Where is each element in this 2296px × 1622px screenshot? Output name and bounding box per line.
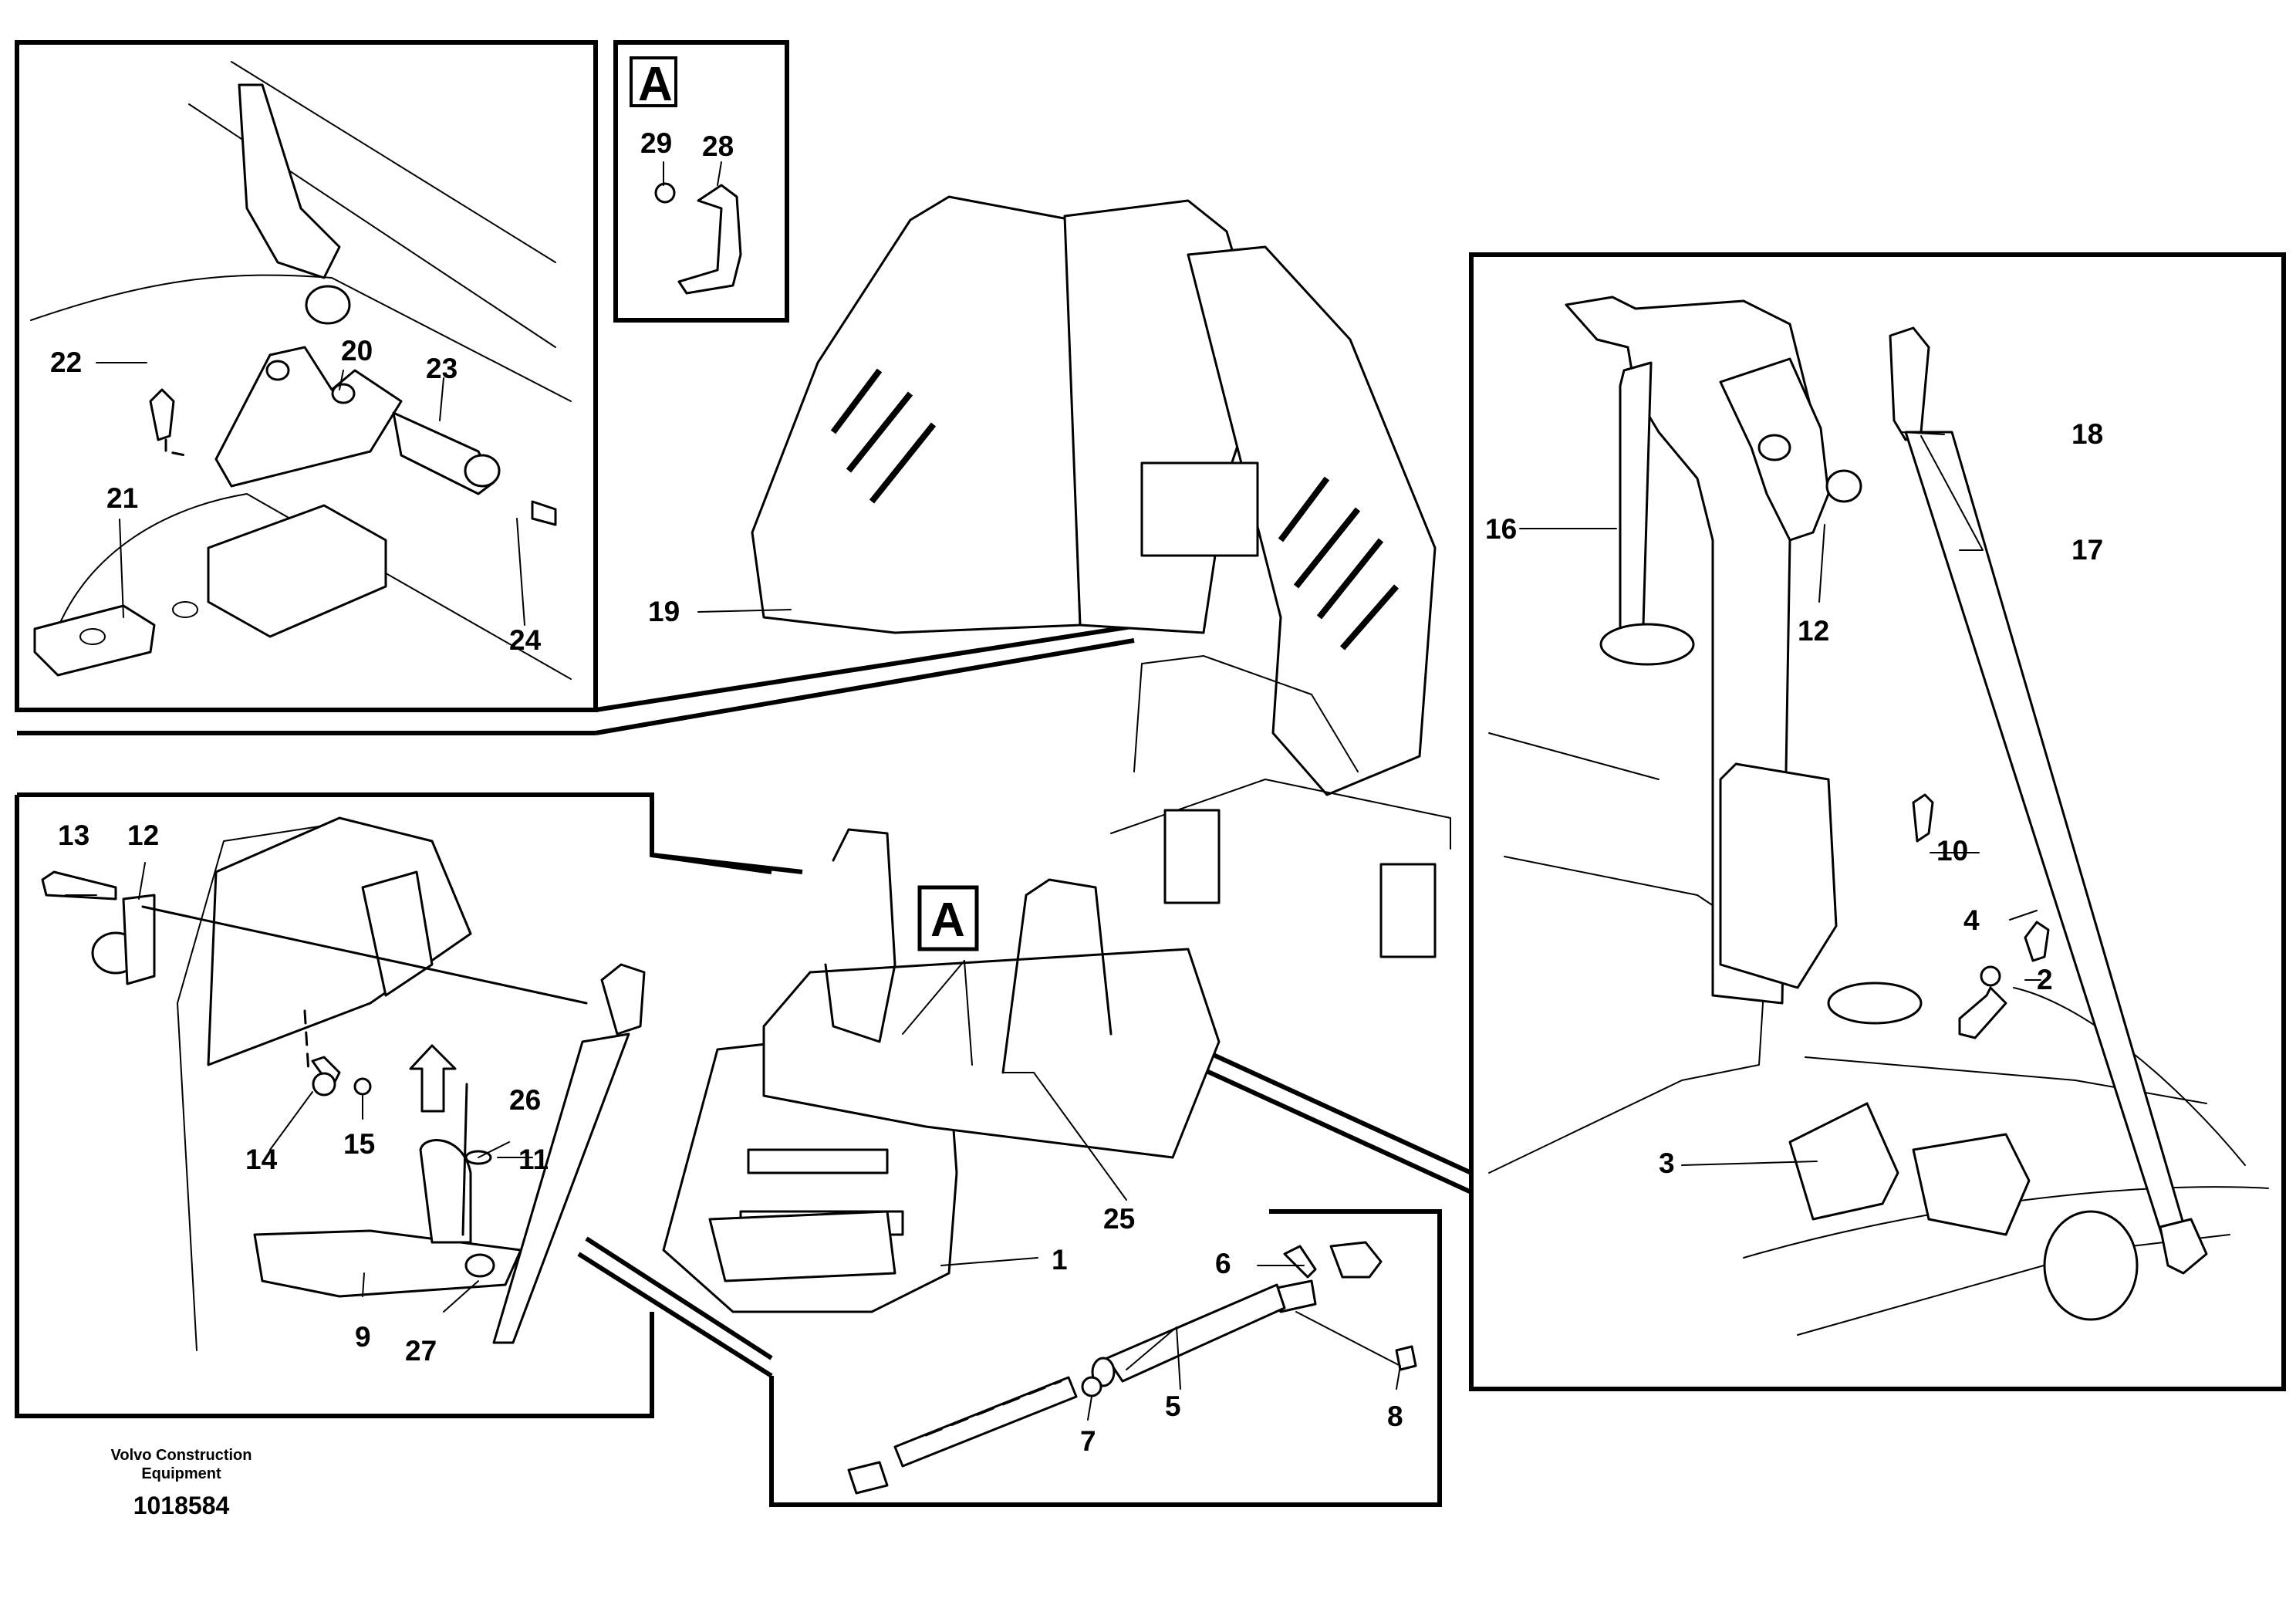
callout-labels: 1 2 3 4 5 6 7 8 9 10 11 12 12 13 14 15 1… <box>50 127 2103 1457</box>
access-ladder <box>662 828 1221 1313</box>
mount-bracket-detail <box>30 61 572 680</box>
handrail-post-detail <box>1488 296 2269 1336</box>
callout-2: 2 <box>2037 964 2053 995</box>
callout-leaders <box>65 161 2041 1421</box>
callout-17: 17 <box>2071 534 2103 566</box>
callout-19: 19 <box>648 596 680 627</box>
callout-21: 21 <box>106 482 138 514</box>
callout-3: 3 <box>1659 1147 1675 1179</box>
callout-6: 6 <box>1215 1248 1231 1279</box>
company-name-line2: Equipment <box>141 1465 221 1482</box>
callout-13: 13 <box>58 819 89 851</box>
callout-15: 15 <box>343 1128 375 1160</box>
detail-marker-a-main: A <box>930 894 965 947</box>
cab-window-hatching <box>830 368 1400 650</box>
detail-marker-a-main-box <box>917 885 979 951</box>
callout-25: 25 <box>1103 1203 1135 1235</box>
callout-10: 10 <box>1936 835 1968 867</box>
callout-5: 5 <box>1165 1391 1181 1422</box>
callout-26: 26 <box>509 1084 541 1116</box>
callout-20: 20 <box>341 335 373 367</box>
callout-4: 4 <box>1963 904 1980 936</box>
callout-12-right: 12 <box>1798 615 1829 647</box>
callout-9: 9 <box>355 1321 371 1353</box>
cab-frame-view <box>751 195 1451 958</box>
callout-22: 22 <box>50 346 82 378</box>
callout-8: 8 <box>1387 1401 1403 1432</box>
callout-28: 28 <box>702 130 734 162</box>
callout-23: 23 <box>426 353 458 384</box>
company-name-line1: Volvo Construction <box>111 1447 252 1464</box>
detail-frame-bottom-center <box>769 1209 1442 1507</box>
callout-18: 18 <box>2071 418 2103 450</box>
callout-29: 29 <box>640 127 672 159</box>
mount-plate-detail <box>41 816 646 1351</box>
clip-bracket-detail <box>630 56 742 295</box>
detail-marker-a-inset: A <box>638 58 673 111</box>
drawing-number: 1018584 <box>133 1492 230 1519</box>
callout-1: 1 <box>1052 1244 1068 1276</box>
callout-14: 14 <box>245 1144 278 1175</box>
callout-7: 7 <box>1080 1425 1096 1457</box>
callout-27: 27 <box>405 1335 437 1367</box>
gas-strut-detail <box>847 1241 1417 1495</box>
callout-11: 11 <box>518 1144 549 1175</box>
callout-16: 16 <box>1485 513 1517 545</box>
detail-frame-right <box>1469 252 2286 1391</box>
detail-frame-a-inset <box>613 40 789 323</box>
callout-24: 24 <box>509 624 542 656</box>
callout-12-left: 12 <box>127 819 159 851</box>
